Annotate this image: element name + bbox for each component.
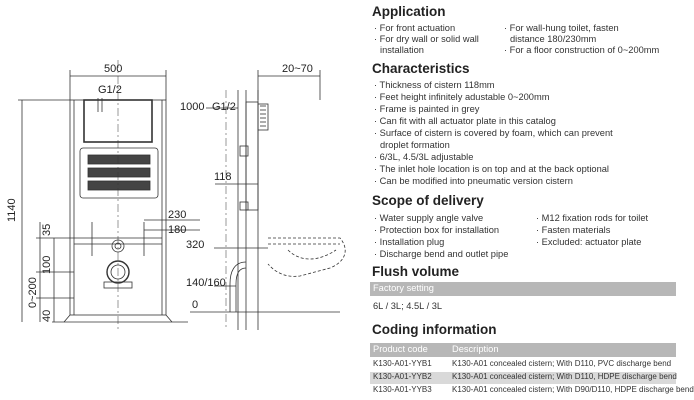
characteristics-item: · Can be modified into pneumatic version… [374,176,573,186]
characteristics-item: · Surface of cistern is covered by foam,… [374,128,613,138]
dim-40-label: 40 [41,310,53,322]
table-row: K130-A01-YYB1 K130-A01 concealed cistern… [370,359,676,371]
flush-heading: Flush volume [372,264,460,279]
dim-230-label: 230 [168,209,186,221]
scope-heading: Scope of delivery [372,193,484,208]
spec-panel: Application · For front actuation · For … [370,0,694,400]
dim-1000-label: 1000 [180,101,204,113]
table-row: K130-A01-YYB3 K130-A01 concealed cistern… [370,385,694,397]
coding-header-row: Product code Description [370,343,676,357]
dim-g12-front-label: G1/2 [98,84,122,96]
scope-item: · Protection box for installation [374,225,500,235]
characteristics-item: · The inlet hole location is on top and … [374,164,609,174]
application-item: · For a floor construction of 0~200mm [504,45,660,55]
scope-item: · Fasten materials [536,225,611,235]
product-code: K130-A01-YYB2 [373,372,432,381]
characteristics-item: · Can fit with all actuator plate in thi… [374,116,556,126]
coding-heading: Coding information [372,322,497,337]
dim-180-label: 180 [168,224,186,236]
coding-col-desc: Description [452,344,499,354]
application-item: installation [380,45,424,55]
product-description: K130-A01 concealed cistern; With D110, H… [452,372,677,381]
dim-0-label: 0 [192,299,198,311]
application-item: · For dry wall or solid wall [374,34,479,44]
product-description: K130-A01 concealed cistern; With D110, P… [452,359,672,368]
product-code: K130-A01-YYB1 [373,359,432,368]
product-code: K130-A01-YYB3 [373,385,432,394]
characteristics-item: droplet formation [380,140,450,150]
scope-item: · Water supply angle valve [374,213,484,223]
cistern-body [79,147,159,199]
characteristics-heading: Characteristics [372,61,470,76]
dim-320-label: 320 [186,239,204,251]
product-description: K130-A01 concealed cistern; With D90/D11… [452,385,694,394]
technical-drawing: 500 G1/2 20~70 1000 G1/2 118 230 180 320… [6,60,346,330]
flush-value: 6L / 3L; 4.5L / 3L [373,301,443,311]
application-item: · For wall-hung toilet, fasten [504,23,619,33]
flush-header: Factory setting [370,282,676,296]
dim-depth-label: 20~70 [282,63,313,75]
table-row: K130-A01-YYB2 K130-A01 concealed cistern… [370,372,677,384]
dim-35-label: 35 [41,224,53,236]
application-heading: Application [372,4,446,19]
scope-item: · Discharge bend and outlet pipe [374,249,509,259]
coding-col-code: Product code [373,344,428,354]
dim-g12-side-label: G1/2 [212,101,236,113]
dim-height-label: 1140 [6,198,18,222]
dim-100-label: 100 [41,256,53,274]
scope-item: · Installation plug [374,237,445,247]
flush-header-label: Factory setting [373,283,434,293]
characteristics-item: · Thickness of cistern 118mm [374,80,495,90]
dim-width-label: 500 [104,63,122,75]
dim-0-200-label: 0~200 [27,277,39,308]
dim-118-label: 118 [214,171,232,183]
scope-item: · Excluded: actuator plate [536,237,642,247]
application-item: · For front actuation [374,23,456,33]
characteristics-item: · Frame is painted in grey [374,104,480,114]
dim-140-160-label: 140/160 [186,277,226,289]
characteristics-item: · 6/3L, 4.5/3L adjustable [374,152,474,162]
application-item: distance 180/230mm [510,34,597,44]
characteristics-item: · Feet height infinitely adustable 0~200… [374,92,550,102]
scope-item: · M12 fixation rods for toilet [536,213,649,223]
